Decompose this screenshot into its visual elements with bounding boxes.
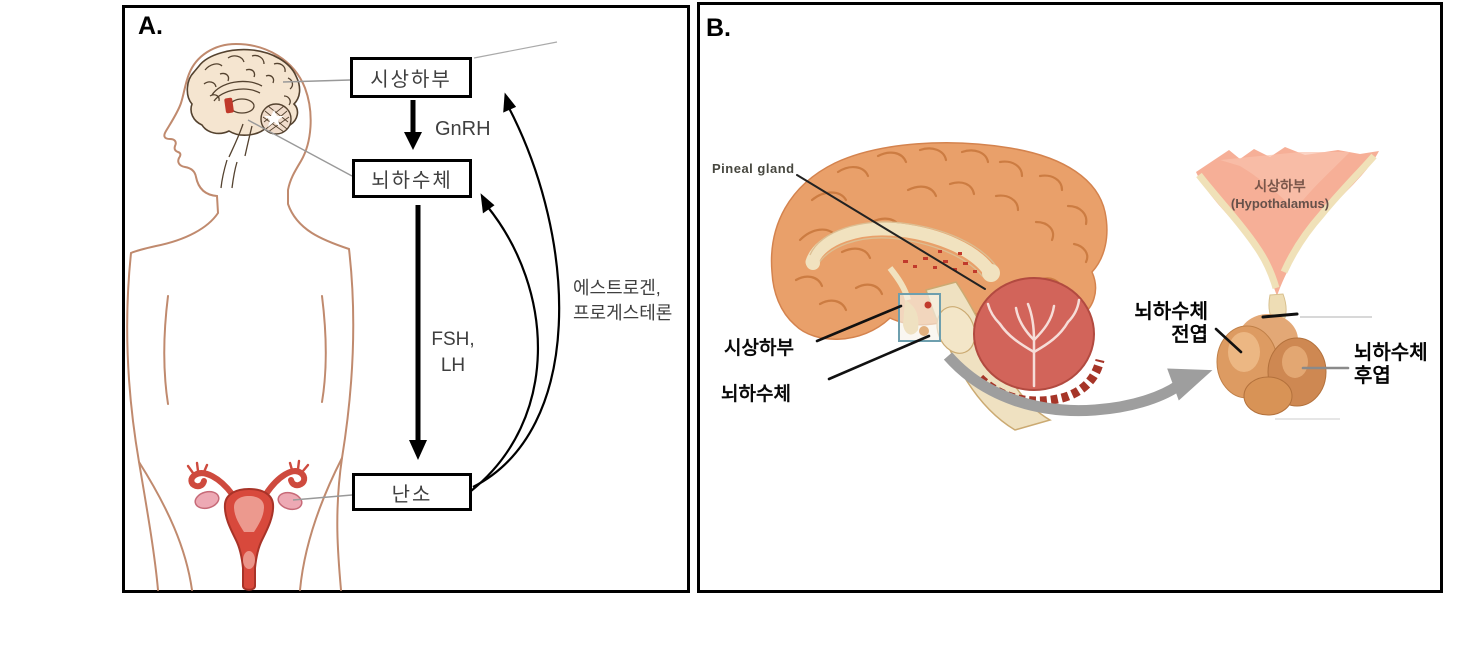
- posterior-line1: 뇌하수체: [1354, 342, 1428, 364]
- posterior-line2: 후엽: [1354, 365, 1391, 387]
- hypothalamus-callout: 시상하부: [724, 338, 794, 359]
- panel-b: [697, 2, 1443, 593]
- pituitary-callout: 뇌하수체: [721, 384, 791, 405]
- pituitary-box: 뇌하수체: [352, 159, 472, 198]
- pineal-gland-label: Pineal gland: [712, 161, 795, 176]
- anterior-line1: 뇌하수체: [1134, 301, 1208, 323]
- ovary-box: 난소: [352, 473, 472, 511]
- lh-line: LH: [440, 355, 466, 376]
- inset-hypothalamus-en: (Hypothalamus): [1230, 196, 1330, 211]
- panel-a-label: A.: [138, 12, 163, 40]
- inset-hypothalamus-kr: 시상하부: [1254, 178, 1306, 194]
- posterior-pituitary-label: 뇌하수체 후엽: [1354, 342, 1428, 388]
- anterior-line2: 전엽: [1171, 324, 1208, 346]
- anterior-pituitary-label: 뇌하수체 전엽: [1110, 301, 1208, 347]
- fsh-lh-label: FSH, LH: [408, 327, 498, 379]
- feedback-hormones-label: 에스트로겐, 프로게스테론: [573, 276, 672, 326]
- hypothalamus-box: 시상하부: [350, 57, 472, 98]
- estrogen-line: 에스트로겐,: [573, 278, 661, 298]
- panel-b-label: B.: [706, 14, 731, 42]
- fsh-line: FSH,: [431, 329, 475, 350]
- progesterone-line: 프로게스테론: [573, 303, 673, 323]
- gnrh-label: GnRH: [435, 118, 491, 140]
- inset-hypothalamus-label: 시상하부 (Hypothalamus): [1200, 178, 1360, 212]
